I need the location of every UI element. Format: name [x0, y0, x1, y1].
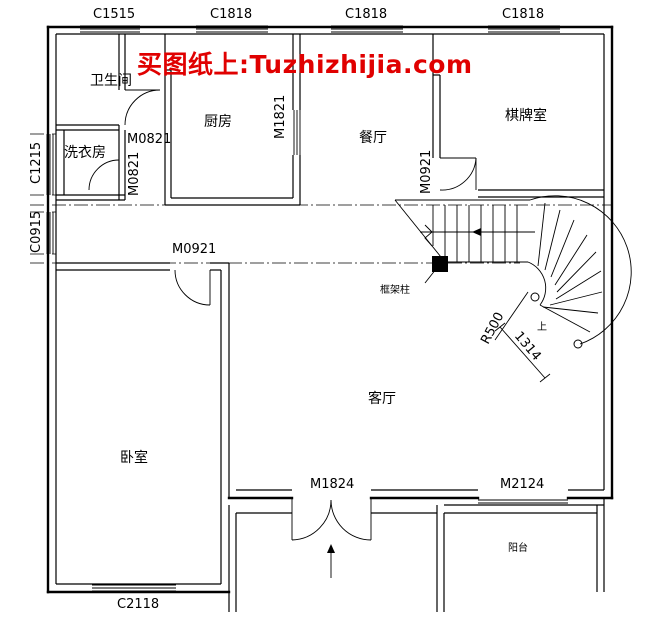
room-living: 客厅 — [368, 390, 396, 407]
label-m0921-bedroom: M0921 — [172, 242, 216, 257]
label-c1818-2: C1818 — [345, 7, 387, 22]
window-c1818-2 — [331, 25, 403, 33]
windows — [46, 25, 568, 592]
label-m0821-lower: M0821 — [127, 152, 142, 196]
room-dining: 餐厅 — [359, 130, 387, 146]
label-up: 上 — [537, 321, 547, 333]
window-c1818-3 — [488, 25, 560, 33]
outer-walls — [46, 25, 614, 612]
window-c0915 — [46, 212, 54, 254]
label-m1824: M1824 — [310, 477, 354, 492]
door-laundry — [88, 159, 120, 191]
window-c1515 — [80, 25, 140, 33]
label-m0821-upper: M0821 — [127, 132, 171, 147]
label-m1821: M1821 — [273, 95, 288, 139]
room-bedroom: 卧室 — [120, 449, 148, 466]
label-c1818-1: C1818 — [210, 7, 252, 22]
door-bedroom — [174, 269, 211, 306]
label-c2118: C2118 — [117, 597, 159, 612]
room-balcony: 阳台 — [508, 541, 528, 554]
window-c1215 — [46, 134, 54, 195]
window-c1818-1 — [196, 25, 268, 33]
window-c2118 — [92, 584, 176, 592]
door-chess-room — [439, 157, 477, 191]
label-c1515: C1515 — [93, 7, 135, 22]
label-c1818-3: C1818 — [502, 7, 544, 22]
spiral-stair — [394, 195, 632, 383]
door-main — [291, 498, 372, 578]
doors — [88, 89, 477, 578]
label-c0915: C0915 — [29, 211, 44, 253]
room-labels: 卫生间 洗衣房 厨房 餐厅 棋牌室 客厅 卧室 阳台 — [64, 73, 547, 554]
label-c1215: C1215 — [29, 142, 44, 184]
window-m1821 — [293, 110, 301, 155]
room-laundry: 洗衣房 — [64, 145, 106, 161]
window-m2124 — [478, 499, 568, 504]
watermark: 买图纸上:Tuzhizhijia.com — [137, 50, 473, 79]
door-bathroom — [124, 89, 161, 126]
door-labels: M0821 M0821 M1821 M0921 M0921 M1824 M212… — [127, 95, 544, 492]
label-stair-width: 1314 — [511, 329, 544, 364]
room-kitchen: 厨房 — [204, 114, 232, 130]
label-column: 框架柱 — [380, 283, 410, 296]
room-bathroom: 卫生间 — [90, 73, 132, 89]
axis-lines — [30, 133, 612, 264]
room-chess: 棋牌室 — [505, 107, 547, 124]
interior-walls — [56, 34, 604, 584]
label-m2124: M2124 — [500, 477, 544, 492]
label-m0921-dining: M0921 — [419, 150, 434, 194]
window-labels: C1515 C1818 C1818 C1818 C1215 C0915 C211… — [29, 7, 544, 612]
